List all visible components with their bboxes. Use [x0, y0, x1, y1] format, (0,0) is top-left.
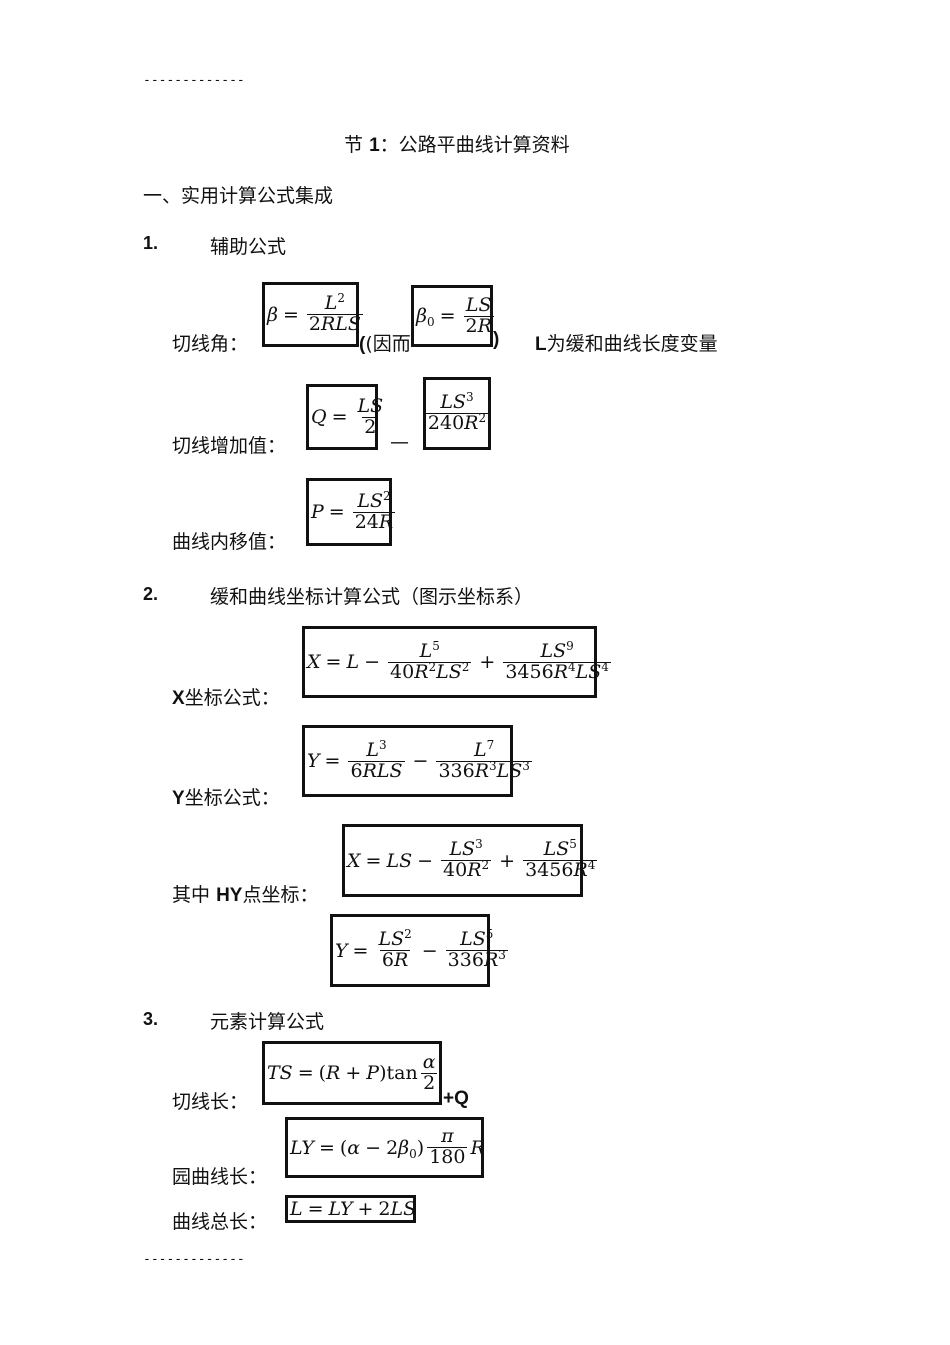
tangent-angle-label: 切线角：	[172, 333, 249, 355]
tangent-length-label: 切线长：	[172, 1091, 249, 1113]
title-prefix: 节	[344, 134, 364, 156]
section-3-number: 3.	[143, 1009, 159, 1029]
tangent-increase-label: 切线增加值：	[172, 435, 287, 457]
title-suffix: ：公路平曲线计算资料	[379, 134, 570, 156]
shift-label: 曲线内移值：	[172, 531, 287, 553]
section-1-title: 辅助公式	[210, 236, 287, 258]
section-2-title: 缓和曲线坐标计算公式（图示坐标系）	[210, 586, 534, 608]
hy-point-label: 其中 HY点坐标：	[172, 884, 319, 906]
l-variable-note: L为缓和曲线长度变量	[535, 333, 718, 355]
section-2-number: 2.	[143, 584, 159, 604]
section-1-number: 1.	[143, 233, 159, 253]
page-title: 节 1：公路平曲线计算资料	[344, 130, 570, 157]
y-coordinate-label: Y坐标公式：	[172, 787, 280, 809]
plus-q: +Q	[443, 1088, 469, 1109]
circular-length-label: 园曲线长：	[172, 1166, 268, 1188]
x-coordinate-label: X坐标公式：	[172, 687, 280, 709]
footer-dashes: -------------	[143, 1252, 245, 1267]
header-dashes: -------------	[143, 73, 245, 88]
because-close: )	[493, 329, 500, 350]
part-heading: 一、实用计算公式集成	[143, 185, 334, 207]
title-number: 1	[369, 135, 380, 156]
total-length-label: 曲线总长：	[172, 1211, 268, 1233]
because-open: ((因而	[359, 333, 411, 355]
section-3-title: 元素计算公式	[210, 1011, 325, 1033]
minus-sign: —	[390, 431, 409, 453]
